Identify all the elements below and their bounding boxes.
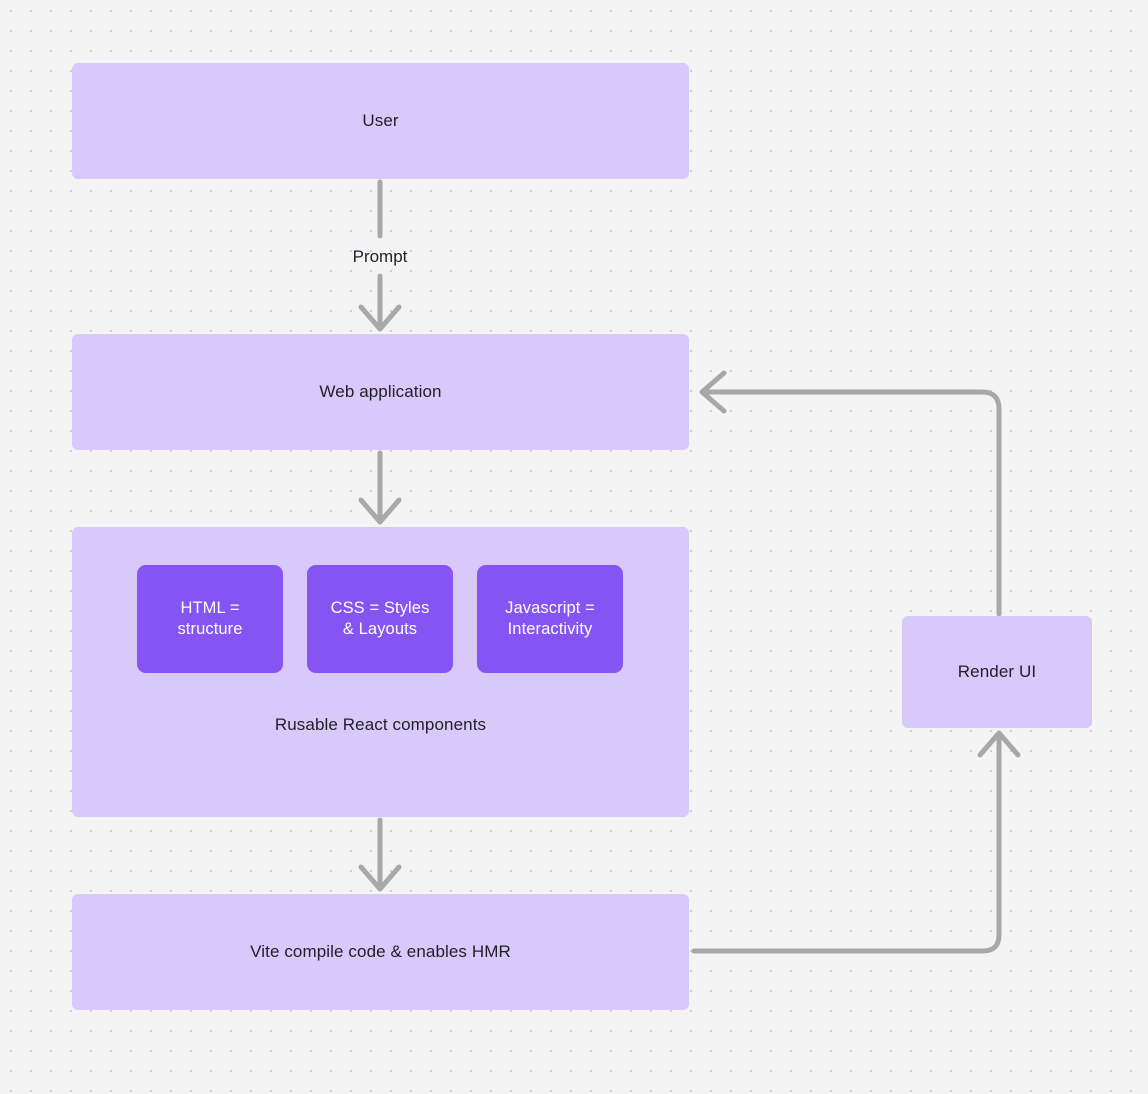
chip-javascript-line2: Interactivity [507,620,593,638]
node-web-application[interactable]: Web application [72,334,689,450]
node-vite-label: Vite compile code & enables HMR [250,942,511,961]
chip-html-line2: structure [177,620,243,638]
chip-css-line2: & Layouts [342,620,418,638]
node-web-application-label: Web application [319,382,442,401]
node-vite[interactable]: Vite compile code & enables HMR [72,894,689,1010]
chip-html[interactable]: HTML = structure [137,565,283,673]
chip-css-line1: CSS = Styles [330,598,430,617]
chip-javascript-text: Javascript = Interactivity [505,598,595,640]
node-user-label: User [362,111,399,130]
node-render-ui[interactable]: Render UI [902,616,1092,728]
chip-javascript[interactable]: Javascript = Interactivity [477,565,623,673]
edge-vite-to-render [691,730,1021,954]
chip-html-line1: HTML = [180,598,240,617]
node-react-components-label: Rusable React components [274,715,487,734]
chip-javascript-line1: Javascript = [505,598,595,617]
edge-group-to-vite [358,817,402,892]
chip-css[interactable]: CSS = Styles & Layouts [307,565,453,673]
edge-webapp-to-group [358,450,402,525]
node-render-ui-label: Render UI [957,662,1037,681]
edge-render-to-webapp [699,370,1002,617]
node-react-components-group[interactable]: HTML = structure CSS = Styles & Layouts … [72,527,689,817]
node-user[interactable]: User [72,63,689,179]
chip-css-text: CSS = Styles & Layouts [331,598,430,640]
edge-label-prompt: Prompt [352,247,408,266]
chip-html-text: HTML = structure [177,598,242,640]
